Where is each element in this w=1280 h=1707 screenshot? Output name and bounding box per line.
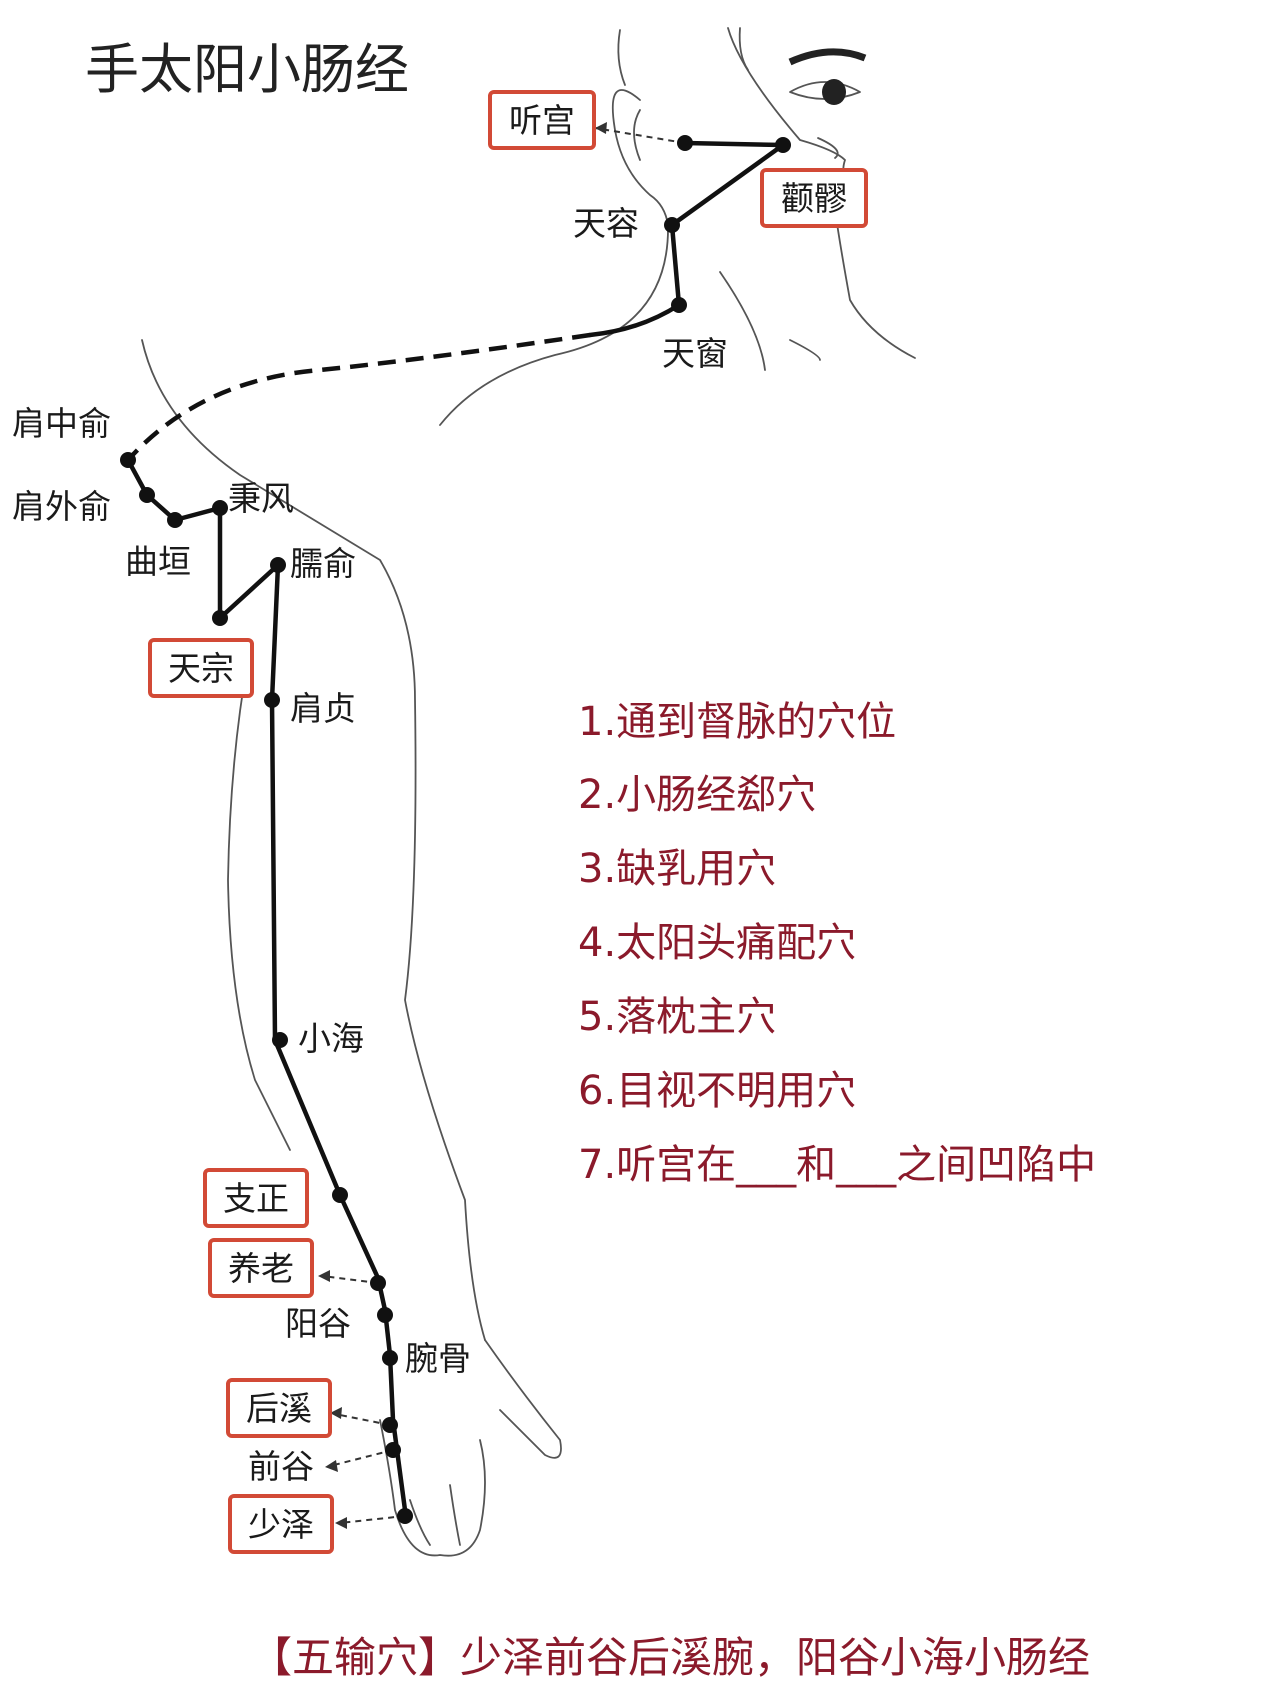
- box-zhizheng: [203, 1168, 309, 1228]
- arrow-head-houxi: [330, 1407, 342, 1419]
- dot-houxi: [382, 1417, 398, 1433]
- dot-xiaohai: [272, 1032, 288, 1048]
- arm-inner: [227, 659, 291, 1151]
- box-tinggong: [488, 90, 596, 150]
- meridian-neck-segment: [587, 302, 682, 338]
- label-houxi: 后溪: [246, 1389, 312, 1428]
- dot-tianzong: [212, 610, 228, 626]
- label-tianrong: 天容: [573, 204, 639, 243]
- dot-shaoze: [397, 1508, 413, 1524]
- arrow-head-qiangu: [325, 1460, 338, 1472]
- question-item: 3.缺乳用穴: [578, 846, 776, 892]
- dot-tinggong: [677, 135, 693, 151]
- label-bingfeng: 秉风: [228, 479, 294, 518]
- boxed-labels: 听宫 颧髎 天宗 支正 养老 后溪 少泽: [148, 90, 868, 1554]
- fingers: [379, 1419, 486, 1557]
- ear-inner: [633, 109, 641, 161]
- label-jianzhongshu: 肩中俞: [12, 404, 111, 443]
- nose: [817, 137, 839, 159]
- dot-yanggu: [377, 1307, 393, 1323]
- label-wangu: 腕骨: [405, 1339, 471, 1378]
- dot-jianzhen: [264, 692, 280, 708]
- arrows: [318, 122, 686, 1529]
- footer-mnemonic: 【五输穴】少泽前谷后溪腕，阳谷小海小肠经: [250, 1633, 1090, 1682]
- arm-outer: [141, 339, 486, 1341]
- eyebrow: [788, 48, 867, 66]
- dot-jianzhongshu: [120, 452, 136, 468]
- arrow-shaoze: [339, 1515, 406, 1524]
- label-zhizheng: 支正: [223, 1179, 289, 1218]
- meridian-dashed-segment: [126, 332, 591, 462]
- dot-naoshu: [270, 557, 286, 573]
- question-item: 4.太阳头痛配穴: [578, 920, 856, 966]
- neck-back: [439, 224, 669, 426]
- label-tianzong: 天宗: [168, 649, 234, 688]
- label-yanggu: 阳谷: [285, 1304, 351, 1343]
- eye: [789, 81, 861, 100]
- arrow-tinggong: [594, 127, 686, 144]
- arrow-head-yanglao: [318, 1270, 330, 1282]
- head-front: [738, 27, 749, 71]
- label-jianzhen: 肩贞: [290, 689, 356, 728]
- question-item: 5.落枕主穴: [578, 994, 776, 1040]
- question-list: 1.通到督脉的穴位 2.小肠经郄穴 3.缺乳用穴 4.太阳头痛配穴 5.落枕主穴…: [578, 699, 1096, 1188]
- arrow-houxi: [334, 1413, 391, 1426]
- label-qiangu: 前谷: [248, 1447, 314, 1486]
- dot-quyuan: [167, 512, 183, 528]
- ear: [611, 89, 669, 226]
- arrow-qiangu: [329, 1449, 394, 1467]
- page-title: 手太阳小肠经: [85, 38, 409, 101]
- meridian-arm-segment: [125, 457, 408, 1513]
- dot-quanliao: [775, 137, 791, 153]
- neck-front: [719, 271, 766, 371]
- dot-qiangu: [385, 1442, 401, 1458]
- question-item: 7.听宫在___和___之间凹陷中: [578, 1142, 1096, 1188]
- label-quyuan: 曲垣: [125, 542, 191, 581]
- question-item: 1.通到督脉的穴位: [578, 699, 896, 745]
- label-xiaohai: 小海: [298, 1019, 364, 1058]
- thumb: [484, 1339, 562, 1459]
- arrow-yanglao: [321, 1275, 379, 1284]
- box-yanglao: [208, 1238, 314, 1298]
- dot-tianrong: [664, 217, 680, 233]
- label-naoshu: 臑俞: [290, 544, 356, 583]
- finger-crease-2: [449, 1484, 461, 1546]
- box-shaoze: [228, 1494, 334, 1554]
- arrow-head-shaoze: [335, 1517, 347, 1529]
- label-tinggong: 听宫: [509, 101, 575, 140]
- finger-crease-1: [409, 1499, 431, 1546]
- dot-jianwaishu: [139, 487, 155, 503]
- eye-pupil: [822, 79, 846, 105]
- chin: [834, 209, 916, 359]
- plain-labels: 天容 天窗 肩中俞 肩外俞 秉风 曲垣 臑俞 肩贞 小海 阳谷 腕骨 前谷: [12, 204, 728, 1486]
- label-quanliao: 颧髎: [781, 179, 847, 218]
- dot-wangu: [382, 1350, 398, 1366]
- label-jianwaishu: 肩外俞: [12, 487, 111, 526]
- dot-bingfeng: [212, 500, 228, 516]
- dot-yanglao: [370, 1275, 386, 1291]
- box-houxi: [226, 1378, 332, 1438]
- head-back: [617, 29, 626, 86]
- label-yanglao: 养老: [228, 1249, 294, 1288]
- question-item: 2.小肠经郄穴: [578, 772, 816, 818]
- dot-zhizheng: [332, 1187, 348, 1203]
- box-quanliao: [760, 168, 868, 228]
- meridian-face-segment: [669, 140, 786, 308]
- dot-tianchuang: [671, 297, 687, 313]
- acupoint-dots: [120, 135, 791, 1524]
- collarbone: [789, 339, 821, 361]
- question-item: 6.目视不明用穴: [578, 1068, 856, 1114]
- box-tianzong: [148, 638, 254, 698]
- arrow-head-tinggong: [595, 122, 607, 134]
- label-tianchuang: 天窗: [662, 334, 728, 373]
- label-shaoze: 少泽: [248, 1505, 314, 1544]
